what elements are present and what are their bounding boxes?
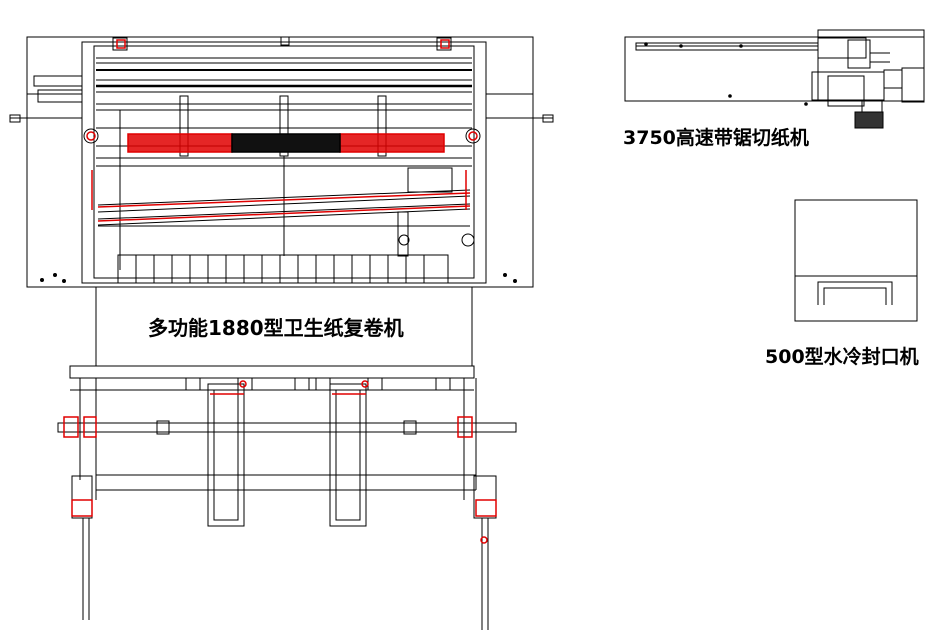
band-saw-machine xyxy=(624,29,925,129)
rewinder-red-accents xyxy=(86,39,478,222)
sealer-machine xyxy=(794,199,918,322)
rewinder-label: 多功能1880型卫生纸复卷机 xyxy=(148,316,404,340)
rewinder-machine xyxy=(9,36,554,288)
lower-body-red-accents xyxy=(63,380,497,544)
rewinder-lower-body xyxy=(57,287,517,630)
band-saw-label: 3750高速带锯切纸机 xyxy=(623,127,809,149)
sealer-label: 500型水冷封口机 xyxy=(765,346,919,368)
